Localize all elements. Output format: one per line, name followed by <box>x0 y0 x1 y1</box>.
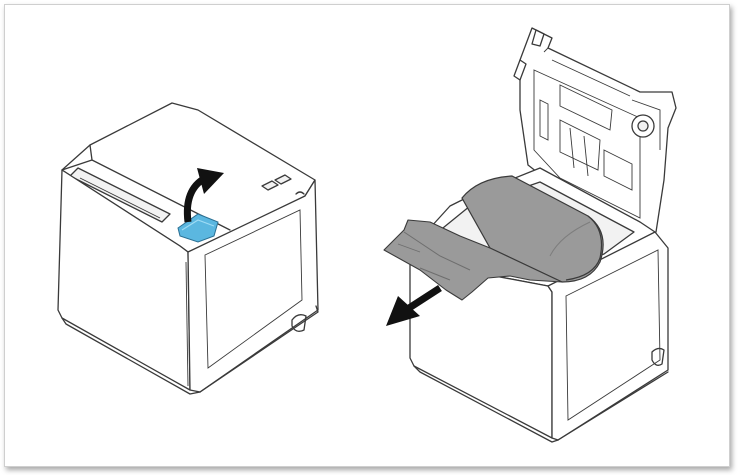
pull-out-arrow-icon <box>386 285 442 326</box>
printer-closed-icon <box>57 102 319 395</box>
curved-up-arrow-icon <box>183 168 224 223</box>
paper-roll-icon <box>383 175 604 301</box>
